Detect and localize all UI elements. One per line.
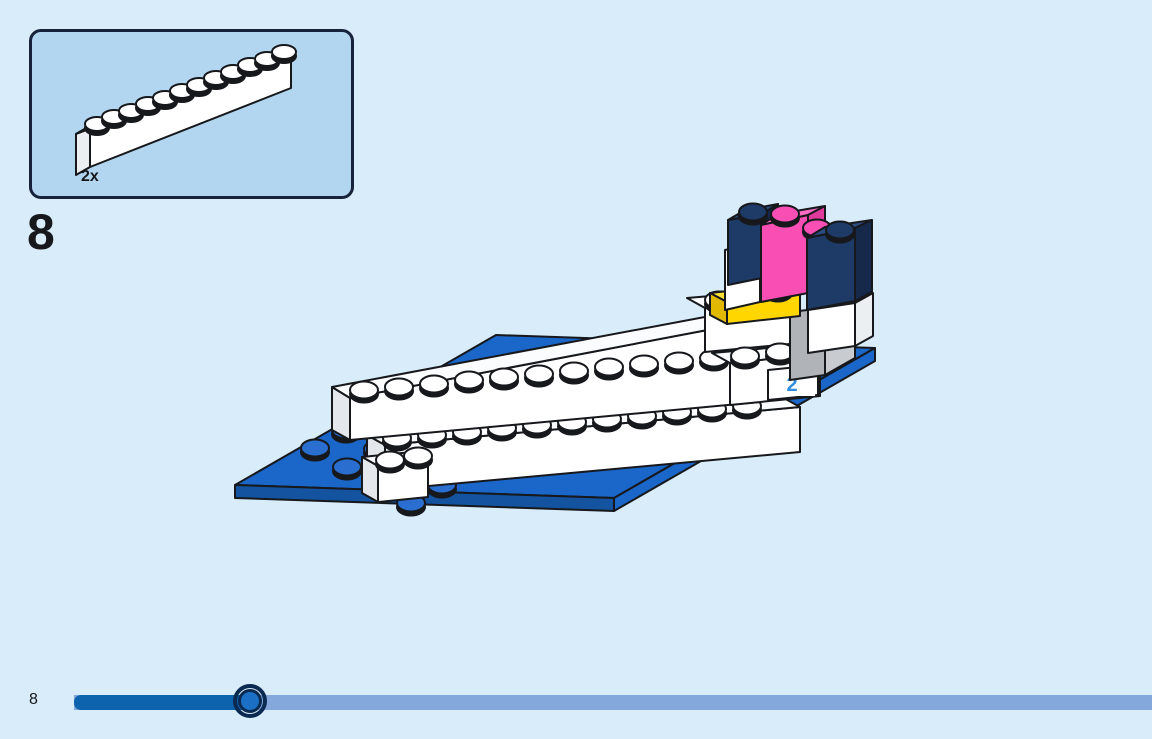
navy-brick-upright-right-studs [825, 220, 855, 244]
parts-callout-box: 2x [29, 29, 354, 199]
step-number: 8 [27, 204, 55, 260]
parts-quantity-label: 2x [81, 168, 99, 185]
navy-brick-upright-right [806, 219, 873, 311]
brick-studs [84, 44, 297, 136]
progress-fill [74, 695, 250, 710]
white-brick-right-base [807, 292, 874, 354]
parts-callout-illustration [75, 44, 297, 176]
progress-knob[interactable] [233, 684, 267, 718]
navy-brick-upright-left-studs [738, 202, 768, 226]
assembly-illustration: 2 [234, 202, 876, 517]
progress-track[interactable] [74, 695, 1152, 710]
progress-step-label: 8 [29, 691, 38, 708]
number-tile-label: 2 [786, 374, 797, 396]
progress-bar[interactable]: 8 [0, 688, 1152, 718]
